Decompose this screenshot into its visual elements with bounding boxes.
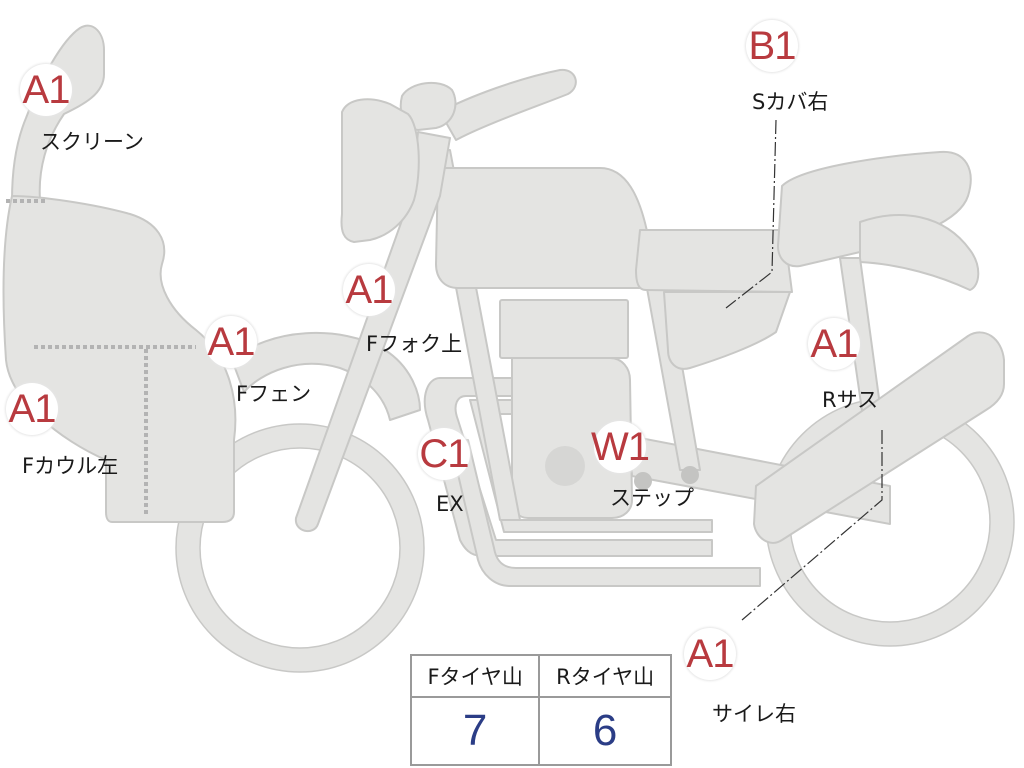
grade-badge-silencer-right: A1: [684, 628, 736, 680]
leader-silencer: [741, 430, 883, 621]
part-label-screen: スクリーン: [40, 130, 144, 154]
grade-text: C1: [419, 431, 469, 476]
grade-badge-screen: A1: [20, 64, 72, 116]
grade-text: A1: [22, 67, 71, 112]
grade-badge-step: W1: [591, 421, 650, 473]
grade-badge-rear-suspension: A1: [808, 318, 860, 370]
part-label-silencer-right: サイレ右: [712, 702, 796, 726]
part-label-front-fork-upper: Fフォク上: [366, 332, 463, 356]
silencer: [753, 331, 1005, 544]
rear-tire-value: 6: [538, 696, 672, 766]
engine-head: [499, 299, 629, 359]
part-label-rear-suspension: Rサス: [822, 388, 879, 412]
tail-cowl: [859, 214, 980, 291]
handlebar: [439, 68, 577, 141]
seat-front: [635, 229, 793, 293]
front-fork: [294, 131, 451, 533]
seat-rear: [777, 150, 972, 268]
step-peg: [634, 472, 652, 490]
grade-badge-front-fork-upper: A1: [343, 264, 395, 316]
grade-badge-side-cover-right: B1: [746, 20, 798, 72]
grade-text: A1: [8, 386, 57, 431]
side-cover: [663, 291, 791, 370]
grade-text: A1: [207, 319, 256, 364]
grade-text: W1: [591, 424, 650, 469]
front-wheel: [176, 424, 424, 672]
leader-side-cover: [725, 119, 777, 309]
part-label-exhaust: EX: [436, 492, 464, 516]
grade-text: B1: [748, 23, 797, 68]
tire-tread-table: Fタイヤ山 Rタイヤ山 7 6: [409, 654, 672, 766]
lower-frame: [449, 439, 761, 587]
front-cowl-shape: [2, 195, 237, 523]
grade-badge-front-fender: A1: [205, 316, 257, 368]
headlight: [340, 98, 420, 243]
part-label-front-fender: Fフェン: [236, 382, 312, 406]
grade-badge-exhaust: C1: [418, 428, 470, 480]
part-label-step: ステップ: [610, 486, 694, 510]
step-peg-2: [681, 466, 699, 484]
grade-badge-front-cowl-left: A1: [6, 383, 58, 435]
front-tire-value: 7: [409, 696, 541, 766]
grade-text: A1: [810, 321, 859, 366]
part-label-side-cover-right: Sカバ右: [752, 90, 829, 114]
grade-text: A1: [345, 267, 394, 312]
front-tire-header: Fタイヤ山: [409, 654, 541, 698]
grade-text: A1: [686, 631, 735, 676]
rear-tire-header: Rタイヤ山: [538, 654, 672, 698]
fuel-tank: [435, 167, 649, 289]
part-label-front-cowl-left: Fカウル左: [22, 454, 119, 478]
